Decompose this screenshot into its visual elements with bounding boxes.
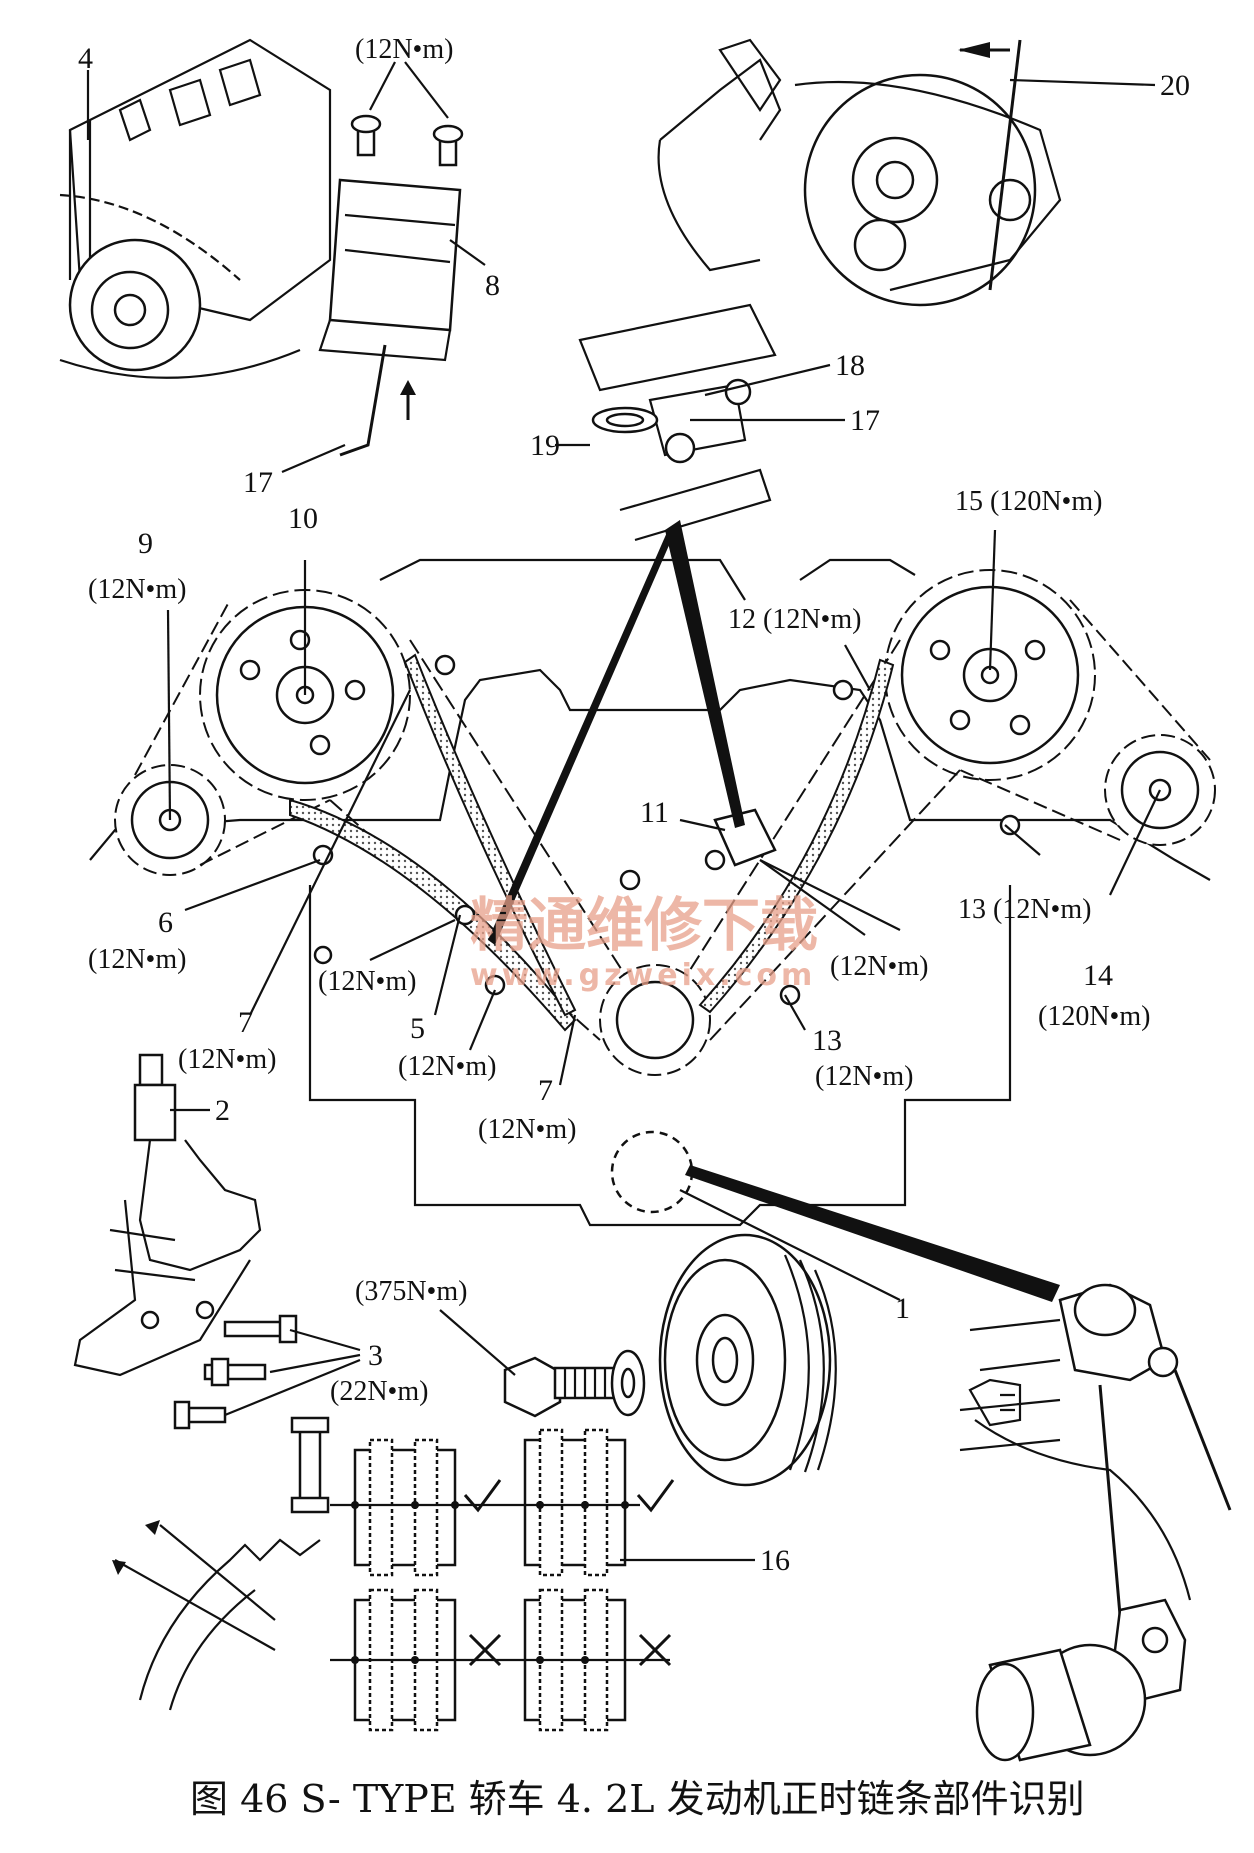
tensioner-blade-left xyxy=(403,653,577,1017)
label-crank-bolt-torque: (375N•m) xyxy=(355,1276,467,1307)
label-2: 2 xyxy=(215,1094,230,1127)
sprocket-alignment-incorrect xyxy=(330,1588,672,1732)
sprocket-tooth-detail xyxy=(112,1520,321,1711)
label-16: 16 xyxy=(760,1544,790,1577)
label-6: 6 xyxy=(158,906,173,939)
crankshaft-timing-tool xyxy=(959,1283,1232,1762)
crankshaft-washer xyxy=(610,1349,646,1417)
locking-pin-17-left xyxy=(339,344,416,457)
camshaft-sprocket-15 xyxy=(884,569,1096,781)
label-11: 11 xyxy=(640,796,669,829)
engine-block-outline xyxy=(89,558,1211,1227)
label-18: 18 xyxy=(835,349,865,382)
chain-assembly-detail xyxy=(657,38,1062,307)
label-7-left-torque: (12N•m) xyxy=(178,1044,276,1075)
label-5: 5 xyxy=(410,1012,425,1045)
crankshaft-sprocket xyxy=(599,964,711,1076)
label-5-torque-lower: (12N•m) xyxy=(398,1051,496,1082)
label-20: 20 xyxy=(1160,69,1190,102)
crankshaft-bolt xyxy=(503,1356,617,1418)
label-19: 19 xyxy=(530,429,560,462)
label-17-left: 17 xyxy=(243,466,273,499)
label-7-center: 7 xyxy=(538,1074,553,1107)
bolts-3 xyxy=(173,1314,298,1430)
watermark-url: www.gzweix.com xyxy=(470,958,816,993)
camshaft-sprocket-topleft xyxy=(68,238,202,372)
label-13-lower: 13 xyxy=(812,1024,842,1057)
label-7-center-torque: (12N•m) xyxy=(478,1114,576,1145)
label-5-torque-upper: (12N•m) xyxy=(318,966,416,997)
crankshaft-pulley xyxy=(658,1233,837,1487)
label-11-torque: (12N•m) xyxy=(830,951,928,982)
label-1: 1 xyxy=(895,1292,910,1325)
label-10: 10 xyxy=(288,502,318,535)
figure-caption: 图 46 S- TYPE 轿车 4. 2L 发动机正时链条部件识别 xyxy=(190,1777,1085,1821)
label-9-torque: (12N•m) xyxy=(88,574,186,605)
label-14-torque: (120N•m) xyxy=(1038,1001,1150,1032)
label-6-torque: (12N•m) xyxy=(88,944,186,975)
tensioner-assembly-2 xyxy=(73,1053,262,1377)
label-9: 9 xyxy=(138,527,153,560)
cross-icon-1 xyxy=(468,1633,502,1667)
crankshaft-position-marker xyxy=(610,1130,694,1214)
pointer-wedge-crank xyxy=(685,1165,1060,1302)
check-icon-2 xyxy=(636,1479,675,1513)
sprocket-alignment-correct xyxy=(290,1416,675,1577)
label-4: 4 xyxy=(78,42,93,75)
pointer-wedge-right xyxy=(665,520,745,828)
label-7-left: 7 xyxy=(238,1006,253,1039)
label-3-torque: (22N•m) xyxy=(330,1376,428,1407)
camshaft-cover-illustration xyxy=(59,38,332,379)
watermark-title: 精通维修下载 xyxy=(470,891,818,959)
label-8-torque: (12N•m) xyxy=(355,34,453,65)
label-17-top: 17 xyxy=(850,404,880,437)
label-13-upper: 13 (12N•m) xyxy=(958,894,1091,925)
tensioner-part-8 xyxy=(318,114,464,362)
check-icon-1 xyxy=(463,1479,502,1513)
mounting-bolts xyxy=(312,654,1021,1006)
label-14: 14 xyxy=(1083,959,1113,992)
label-13-lower-torque: (12N•m) xyxy=(815,1061,913,1092)
tensioner-pin-detail xyxy=(578,303,777,542)
label-15: 15 (120N•m) xyxy=(955,486,1102,517)
label-12: 12 (12N•m) xyxy=(728,604,861,635)
cross-icon-2 xyxy=(638,1633,672,1667)
tensioner-blade-right xyxy=(698,658,895,1014)
pointer-wedge-left xyxy=(488,520,680,945)
label-3: 3 xyxy=(368,1339,383,1372)
chain-guide-left xyxy=(289,798,577,1032)
label-8: 8 xyxy=(485,269,500,302)
